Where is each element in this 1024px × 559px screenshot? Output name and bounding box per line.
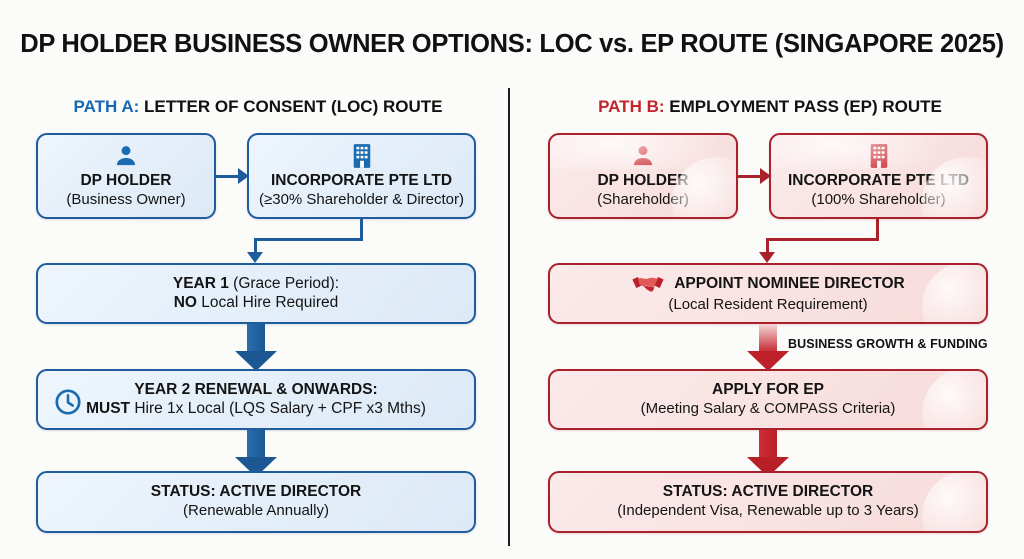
node-a-year2-sub-bold: MUST xyxy=(86,399,131,417)
node-b-apply-ep-title: APPLY FOR EP xyxy=(712,380,824,398)
node-a-incorporate-subtitle: (≥30% Shareholder & Director) xyxy=(259,190,464,208)
node-b-status-title: STATUS: ACTIVE DIRECTOR xyxy=(662,483,874,501)
node-a-year2-title: YEAR 2 RENEWAL & ONWARDS: xyxy=(134,380,378,398)
node-a-incorporate-title: INCORPORATE PTE LTD xyxy=(270,171,453,189)
node-b-dp-holder-title: DP HOLDER xyxy=(597,171,689,189)
node-a-year2-sub-rest: Hire 1x Local (LQS Salary + CPF x3 Mths) xyxy=(130,399,426,417)
node-b-dp-holder[interactable]: DP HOLDER (Shareholder) xyxy=(548,133,738,219)
node-b-incorporate-title: INCORPORATE PTE LTD xyxy=(787,171,970,189)
node-b-incorporate[interactable]: INCORPORATE PTE LTD (100% Shareholder) xyxy=(769,133,988,219)
path-b-header-accent: PATH B: xyxy=(598,97,665,116)
node-b-status[interactable]: STATUS: ACTIVE DIRECTOR (Independent Vis… xyxy=(548,471,988,533)
node-a-status-title: STATUS: ACTIVE DIRECTOR xyxy=(150,483,362,501)
node-a-year1[interactable]: YEAR 1 (Grace Period): NO Local Hire Req… xyxy=(36,263,476,324)
path-b-header-rest: EMPLOYMENT PASS (EP) ROUTE xyxy=(664,97,942,116)
node-a-dp-holder-title: DP HOLDER xyxy=(80,171,172,189)
node-a-year1-sub-rest: Local Hire Required xyxy=(196,293,339,311)
node-a-dp-holder-subtitle: (Business Owner) xyxy=(66,190,186,208)
building-icon xyxy=(868,143,890,169)
building-icon xyxy=(351,143,373,169)
node-b-nominee-title: APPOINT NOMINEE DIRECTOR xyxy=(674,274,905,292)
flow-label-business-growth: BUSINESS GROWTH & FUNDING xyxy=(788,337,988,351)
node-a-year1-title: YEAR 1 (Grace Period): xyxy=(173,275,339,294)
node-a-dp-holder[interactable]: DP HOLDER (Business Owner) xyxy=(36,133,216,219)
node-a-year2[interactable]: YEAR 2 RENEWAL & ONWARDS: MUST Hire 1x L… xyxy=(36,369,476,430)
node-a-year1-sub-bold: NO xyxy=(173,293,197,311)
node-b-status-subtitle: (Independent Visa, Renewable up to 3 Yea… xyxy=(617,502,919,520)
node-a-incorporate[interactable]: INCORPORATE PTE LTD (≥30% Shareholder & … xyxy=(247,133,476,219)
path-a-header-accent: PATH A: xyxy=(73,97,140,116)
node-a-year1-sub: NO Local Hire Required xyxy=(174,294,339,313)
node-a-status[interactable]: STATUS: ACTIVE DIRECTOR (Renewable Annua… xyxy=(36,471,476,533)
node-a-status-subtitle: (Renewable Annually) xyxy=(183,502,329,520)
node-b-apply-ep-subtitle: (Meeting Salary & COMPASS Criteria) xyxy=(640,399,896,417)
path-b-header: PATH B: EMPLOYMENT PASS (EP) ROUTE xyxy=(548,97,992,117)
node-a-year2-sub: MUST Hire 1x Local (LQS Salary + CPF x3 … xyxy=(86,400,426,419)
node-b-nominee-subtitle: (Local Resident Requirement) xyxy=(668,296,868,314)
person-icon xyxy=(630,143,656,169)
node-a-year1-title-bold: YEAR 1 xyxy=(172,274,229,292)
node-b-dp-holder-subtitle: (Shareholder) xyxy=(597,190,689,208)
node-b-apply-ep[interactable]: APPLY FOR EP (Meeting Salary & COMPASS C… xyxy=(548,369,988,430)
node-a-year1-title-rest: (Grace Period): xyxy=(228,274,340,292)
node-b-incorporate-subtitle: (100% Shareholder) xyxy=(811,190,946,208)
path-a-header-rest: LETTER OF CONSENT (LOC) ROUTE xyxy=(139,97,443,116)
clock-icon xyxy=(54,388,82,416)
column-divider xyxy=(508,88,510,546)
person-icon xyxy=(113,143,139,169)
handshake-icon xyxy=(631,272,665,296)
path-a-header: PATH A: LETTER OF CONSENT (LOC) ROUTE xyxy=(36,97,480,117)
page-title: DP HOLDER BUSINESS OWNER OPTIONS: LOC vs… xyxy=(20,30,1004,58)
node-b-nominee-director[interactable]: APPOINT NOMINEE DIRECTOR (Local Resident… xyxy=(548,263,988,324)
